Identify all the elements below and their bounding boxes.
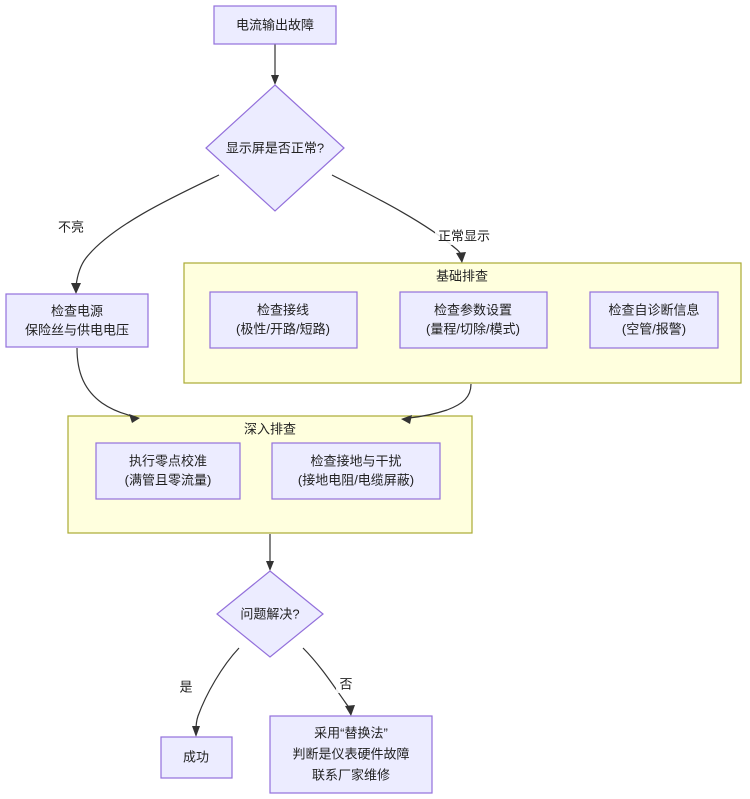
edge-line: [75, 174, 220, 287]
node-replace-method-line1: 采用“替换法”: [314, 725, 388, 740]
node-replace-method-line2: 判断是仪表硬件故障: [292, 746, 409, 761]
edge-fault-to-display: [271, 44, 279, 85]
node-fault-label: 电流输出故障: [236, 17, 314, 32]
node-display-check-shape[interactable]: [205, 84, 345, 212]
node-power-check-line2: 保险丝与供电电压: [25, 322, 129, 337]
arrow-head: [456, 252, 466, 263]
arrow-head: [71, 283, 81, 294]
node-replace-method[interactable]: 采用“替换法” 判断是仪表硬件故障 联系厂家维修: [269, 715, 433, 794]
cluster-basic-label: 基础排查: [436, 268, 488, 283]
arrow-head: [401, 415, 412, 424]
node-power-check[interactable]: 检查电源 保险丝与供电电压: [5, 293, 149, 348]
arrow-head: [345, 705, 355, 716]
node-power-check-line1: 检查电源: [51, 303, 103, 318]
node-wiring-check-box[interactable]: [209, 291, 358, 349]
edge-label-no: 否: [339, 676, 352, 691]
edge-line: [195, 647, 240, 731]
node-param-check-line2: (量程/切除/模式): [426, 321, 520, 336]
edge-display-to-basic: 正常显示: [331, 174, 493, 263]
node-wiring-check[interactable]: 检查接线 (极性/开路/短路): [209, 291, 358, 349]
node-zero-cal-line2: (满管且零流量): [125, 472, 212, 487]
arrow-head: [129, 414, 140, 423]
edge-label-backdrop: [336, 676, 356, 693]
node-success-label: 成功: [183, 749, 209, 764]
edge-power-to-deep: [76, 347, 140, 423]
node-ground-check-box[interactable]: [271, 442, 441, 500]
edge-line: [408, 383, 472, 419]
node-success[interactable]: 成功: [160, 736, 233, 779]
node-success-box[interactable]: [160, 736, 233, 779]
node-selfdiag-check[interactable]: 检查自诊断信息 (空管/报警): [589, 291, 719, 349]
node-zero-cal-line1: 执行零点校准: [129, 453, 207, 468]
node-replace-method-box[interactable]: [269, 715, 433, 794]
node-ground-check-line2: (接地电阻/电缆屏蔽): [298, 472, 414, 487]
edge-label-normal-display: 正常显示: [438, 228, 490, 243]
arrow-head: [266, 561, 274, 571]
node-display-check[interactable]: 显示屏是否正常?: [205, 84, 345, 212]
edge-basic-to-deep: [401, 383, 472, 424]
node-power-check-box[interactable]: [5, 293, 149, 348]
node-ground-check[interactable]: 检查接地与干扰 (接地电阻/电缆屏蔽): [271, 442, 441, 500]
node-display-check-label: 显示屏是否正常?: [226, 140, 324, 155]
node-fault-box[interactable]: [213, 5, 337, 45]
node-resolved-check-label: 问题解决?: [240, 606, 299, 621]
node-zero-cal-box[interactable]: [95, 442, 241, 500]
edge-line: [76, 347, 133, 417]
node-zero-cal[interactable]: 执行零点校准 (满管且零流量): [95, 442, 241, 500]
node-param-check[interactable]: 检查参数设置 (量程/切除/模式): [399, 291, 548, 349]
edge-display-to-power: 不亮: [55, 174, 220, 294]
node-selfdiag-check-line1: 检查自诊断信息: [608, 302, 699, 317]
edge-label-backdrop: [55, 219, 87, 236]
node-fault[interactable]: 电流输出故障: [213, 5, 337, 45]
arrow-head: [192, 726, 200, 737]
edge-label-yes: 是: [179, 679, 192, 694]
node-resolved-check-shape[interactable]: [216, 570, 324, 658]
node-ground-check-line1: 检查接地与干扰: [310, 453, 401, 468]
cluster-deep-label: 深入排查: [244, 421, 296, 436]
edge-label-backdrop: [176, 679, 196, 696]
node-selfdiag-check-line2: (空管/报警): [622, 321, 686, 336]
node-param-check-line1: 检查参数设置: [434, 302, 512, 317]
node-wiring-check-line2: (极性/开路/短路): [236, 321, 330, 336]
node-replace-method-line3: 联系厂家维修: [312, 767, 390, 782]
node-selfdiag-check-box[interactable]: [589, 291, 719, 349]
node-wiring-check-line1: 检查接线: [257, 302, 309, 317]
arrow-head: [271, 75, 279, 85]
edge-label-backdrop: [435, 228, 493, 245]
edge-deep-to-resolved: [266, 534, 274, 571]
edge-resolved-to-success: 是: [176, 647, 240, 737]
node-resolved-check[interactable]: 问题解决?: [216, 570, 324, 658]
edge-label-not-lit: 不亮: [58, 219, 84, 234]
node-param-check-box[interactable]: [399, 291, 548, 349]
edge-resolved-to-replace: 否: [302, 647, 356, 716]
